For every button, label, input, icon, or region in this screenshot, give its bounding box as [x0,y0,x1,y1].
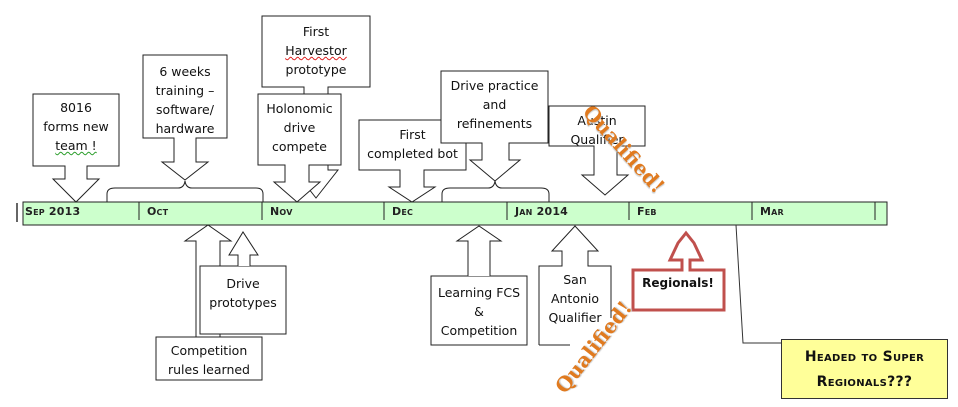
event-line: First [399,127,426,142]
event-harvestor: First Harvestor prototype [262,22,370,79]
event-line: software/ [156,102,214,117]
event-austin: Austin Qualifier [549,111,645,149]
month-label: Nov [270,205,293,218]
event-line: and [482,97,507,112]
callout-fcs [430,275,528,346]
leader-line [735,224,781,344]
event-line: Austin [577,113,617,128]
month-label: Oct [147,205,169,218]
event-line: compete [272,139,327,154]
event-line: drive [283,120,316,135]
event-line: prototypes [209,295,277,310]
event-line: rules learned [167,362,250,377]
callout-drive-prototypes [199,265,287,335]
event-line: prototype [285,62,347,77]
event-first-bot: First completed bot [359,125,466,163]
event-line: completed bot [367,146,458,161]
event-drive-prototypes: Drive prototypes [200,274,286,312]
month-label: Feb [637,205,657,218]
event-line: San [563,272,587,287]
event-line: 6 weeks [159,64,211,79]
month-label: Jan 2014 [515,205,569,218]
event-line: Competition [170,343,248,358]
month-label: Sep 2013 [25,205,81,218]
callout-san-antonio [538,225,612,345]
callout-drive-practice [440,70,549,182]
event-san-antonio: San Antonio Qualifier [539,270,611,327]
arrow-drive-prototypes [228,231,259,266]
brace-october [106,180,264,202]
callout-holonomic [257,93,342,203]
callout-forms-team [32,93,120,203]
event-line: refinements [456,116,533,131]
event-holonomic: Holonomic drive compete [258,99,341,156]
event-line: Harvestor [285,43,347,58]
event-line: Antonio [550,291,600,306]
event-line: Learning FCS [437,285,521,300]
month-label: Dec [392,205,414,218]
event-line: training – [155,83,215,98]
callout-first-bot [358,119,467,203]
month-dividers [138,202,876,220]
event-line: & [474,304,484,319]
event-line: hardware [155,121,215,136]
event-line: team ! [55,138,97,153]
super-regionals-box: Headed to Super Regionals??? [781,339,948,399]
super-regionals-line: Headed to Super [804,349,925,365]
event-fcs: Learning FCS & Competition [431,283,527,340]
event-line: Competition [440,323,518,338]
brace-december [441,180,550,202]
callout-training [142,54,228,181]
super-regionals-line: Regionals??? [816,374,913,390]
timeline-bar [22,201,888,226]
callout-regionals [631,230,726,312]
event-line: Drive [226,276,260,291]
event-line: Qualifier [570,132,624,147]
regionals-label: Regionals! [642,276,714,290]
event-training: 6 weeks training – software/ hardware [143,62,227,138]
event-line: 8016 [60,100,92,115]
event-rules: Competition rules learned [156,341,262,379]
event-line: Holonomic [266,101,333,116]
event-line: First [302,24,330,39]
callout-austin [548,105,646,196]
event-line: Qualifier [548,310,602,325]
event-line: forms new [43,119,109,134]
event-forms-team: 8016 forms new team ! [33,98,119,155]
month-label: Mar [760,205,784,218]
event-drive-practice: Drive practice and refinements [441,76,548,133]
arrow-fcs [455,225,503,276]
event-line: Drive practice [450,78,539,93]
